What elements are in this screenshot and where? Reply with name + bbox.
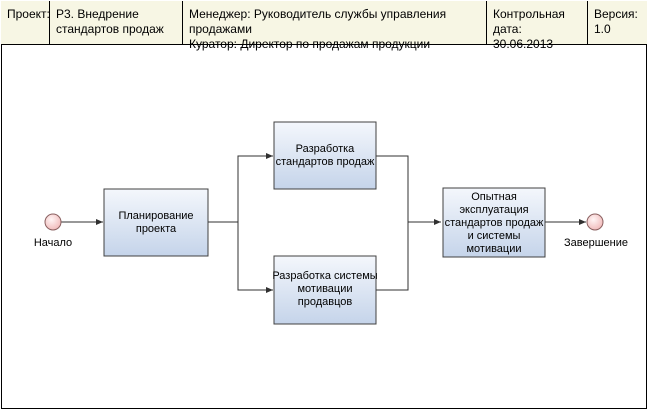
project-label: Проект: xyxy=(1,1,50,44)
end-label: Завершение xyxy=(564,237,628,249)
task-motivation-line-1: Разработка системы xyxy=(272,270,377,282)
project-value: Р3. Внедрение стандартов продаж xyxy=(50,1,183,44)
task-pilot-line-1: Опытная xyxy=(471,191,517,203)
end-event xyxy=(586,213,604,231)
task-standards: Разработка стандартов продаж xyxy=(273,121,377,190)
task-planning-line-1: Планирование xyxy=(118,210,193,222)
control-date: Контрольная дата: 30.06.2013 xyxy=(487,1,588,51)
task-pilot-line-3: стандартов продаж xyxy=(445,217,544,229)
manager-curator: Менеджер: Руководитель службы управления… xyxy=(183,1,487,51)
task-pilot: Опытная эксплуатация стандартов продаж и… xyxy=(442,187,546,258)
task-pilot-line-4: и системы xyxy=(468,230,521,242)
start-event xyxy=(44,213,62,231)
task-motivation-line-2: мотивации xyxy=(297,283,352,295)
connectors xyxy=(61,153,586,293)
arrow-motivation-pilot xyxy=(376,222,409,291)
version: Версия: 1.0 xyxy=(594,7,638,36)
task-motivation-line-3: продавцов xyxy=(298,296,353,308)
task-motivation: Разработка системы мотивации продавцов xyxy=(272,255,378,325)
task-pilot-line-5: мотивации xyxy=(466,243,521,255)
arrow-planning-motivation xyxy=(237,222,273,293)
task-pilot-line-2: эксплуатация xyxy=(459,204,528,216)
task-planning-line-2: проекта xyxy=(136,223,177,235)
task-standards-line-2: стандартов продаж xyxy=(276,156,375,168)
arrow-planning-standards xyxy=(208,153,273,223)
arrow-standards-pilot xyxy=(376,155,441,225)
project-header: Проект: Р3. Внедрение стандартов продаж … xyxy=(1,1,647,51)
task-standards-line-1: Разработка xyxy=(296,143,356,155)
start-label: Начало xyxy=(34,237,72,249)
task-planning: Планирование проекта xyxy=(103,188,209,257)
